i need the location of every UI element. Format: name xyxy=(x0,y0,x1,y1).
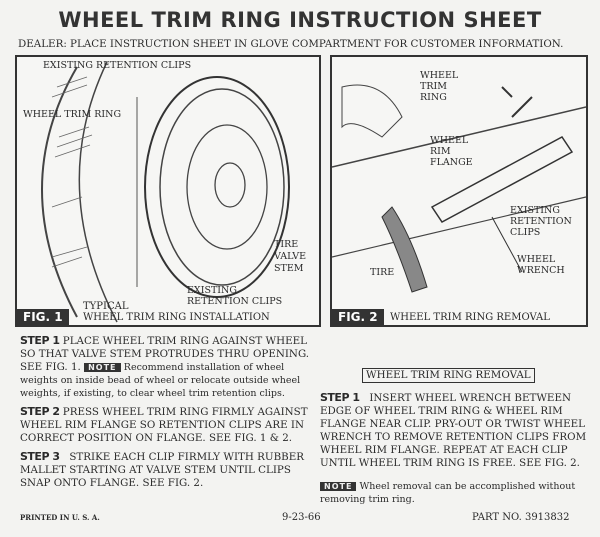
label-tire: TIRE xyxy=(370,267,395,278)
label-wheel-trim-ring: WHEEL TRIM RING xyxy=(23,109,122,120)
fig2-tag: FIG. 2 xyxy=(332,309,384,325)
note-badge: NOTE xyxy=(84,363,121,372)
install-step-3: STEP 3 STRIKE EACH CLIP FIRMLY WITH RUBB… xyxy=(20,450,304,489)
figure-1: EXISTING RETENTION CLIPS WHEEL TRIM RING… xyxy=(15,55,321,327)
fig1-caption-1: TYPICAL xyxy=(83,301,129,312)
removal-section: WHEEL TRIM RING REMOVAL STEP 1 INSERT WH… xyxy=(320,334,590,506)
dealer-note: DEALER: PLACE INSTRUCTION SHEET IN GLOVE… xyxy=(18,38,564,50)
fig1-tag: FIG. 1 xyxy=(17,309,69,325)
install-step-1: STEP 1 PLACE WHEEL TRIM RING AGAINST WHE… xyxy=(20,334,310,399)
removal-heading: WHEEL TRIM RING REMOVAL xyxy=(362,368,535,383)
fig1-caption-2: WHEEL TRIM RING INSTALLATION xyxy=(83,312,270,323)
part-number: PART NO. 3913832 xyxy=(472,512,570,523)
removal-illustration xyxy=(332,84,586,293)
removal-step-1: STEP 1 INSERT WHEEL WRENCH BETWEEN EDGE … xyxy=(320,391,587,469)
installation-steps: STEP 1 PLACE WHEEL TRIM RING AGAINST WHE… xyxy=(20,334,310,490)
print-date: 9-23-66 xyxy=(282,512,321,523)
removal-note: NOTE Wheel removal can be accomplished w… xyxy=(320,481,576,505)
page-title: WHEEL TRIM RING INSTRUCTION SHEET xyxy=(58,8,542,32)
wheel-illustration xyxy=(41,61,290,323)
fig2-caption: WHEEL TRIM RING REMOVAL xyxy=(390,312,550,323)
label-existing-clips-top: EXISTING RETENTION CLIPS xyxy=(43,60,192,71)
printed-in-usa: PRINTED IN U. S. A. xyxy=(20,513,100,522)
install-step-2: STEP 2 PRESS WHEEL TRIM RING FIRMLY AGAI… xyxy=(20,405,308,444)
